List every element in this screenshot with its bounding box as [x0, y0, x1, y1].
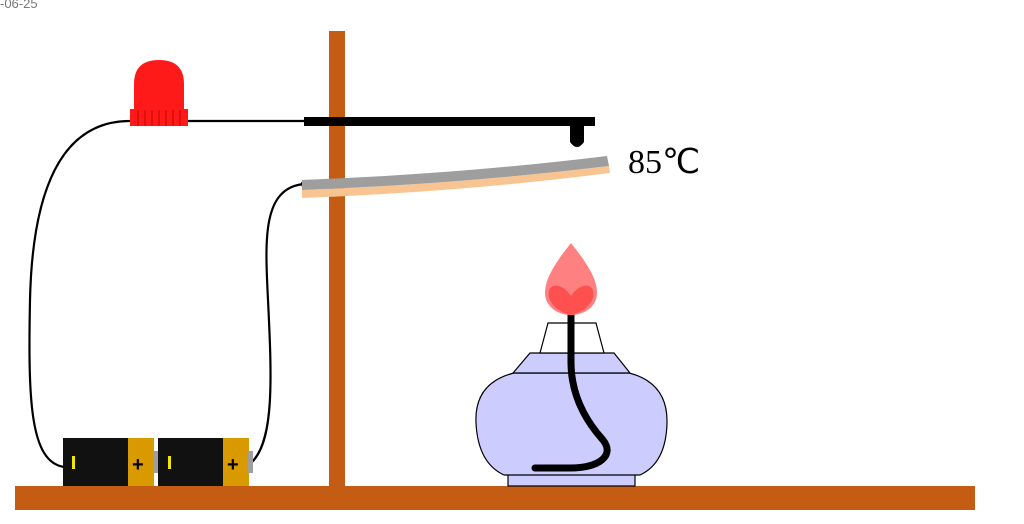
battery-1-cap [128, 438, 154, 486]
battery-2: + [158, 438, 253, 486]
corner-date-text: -06-25 [0, 0, 38, 11]
flame-inner [548, 285, 594, 315]
battery-1: + [63, 438, 158, 486]
alarm-lamp-dome [134, 60, 184, 110]
bimetal-strip-top-layer [302, 156, 609, 190]
battery-2-cap [223, 438, 249, 486]
stand-pole [329, 31, 345, 488]
wire-bimetal-to-battery [251, 182, 305, 463]
alcohol-lamp-wick [531, 311, 611, 472]
battery-1-terminal [153, 451, 158, 473]
alarm-lamp-base-ridges [137, 110, 181, 126]
battery-2-terminal [248, 451, 253, 473]
contact-tip [570, 125, 584, 147]
battery-2-minus-mark [168, 456, 171, 469]
battery-1-plus-sign: + [132, 454, 144, 476]
contact-arm [304, 117, 595, 126]
battery-1-minus-mark [72, 456, 75, 469]
temperature-label: 85℃ [628, 144, 700, 181]
alcohol-lamp-body [475, 372, 668, 476]
battery-2-plus-sign: + [227, 454, 239, 476]
bimetal-strip-bottom-layer [302, 166, 610, 198]
wire-lamp-to-battery [28, 119, 131, 469]
base-board [15, 486, 975, 510]
alcohol-lamp [475, 311, 668, 487]
